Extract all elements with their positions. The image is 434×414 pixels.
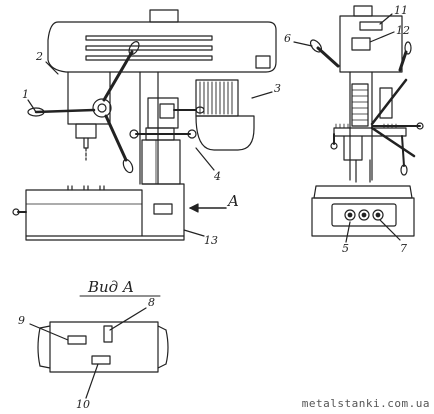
base-foot	[25, 235, 185, 241]
break-left	[37, 327, 41, 367]
callout-3: 3	[274, 82, 281, 95]
leader-9	[29, 323, 69, 341]
handle-6-knob	[309, 39, 323, 53]
callout-labels: 2 1 3 4 13 A 11 12 6 5 7 Вид A 9 8 10	[18, 4, 410, 411]
view-a	[29, 295, 169, 399]
side-lever-knob	[404, 41, 412, 55]
belt-guard	[47, 21, 277, 73]
leader-3	[251, 91, 273, 99]
callout-2: 2	[35, 50, 43, 63]
window-10	[91, 355, 111, 365]
spindle-nose	[75, 123, 97, 139]
side-knob	[416, 122, 424, 130]
view-a-breaks	[39, 325, 167, 369]
callout-13: 13	[204, 234, 218, 247]
feed-hub	[92, 98, 112, 118]
side-table-lever	[401, 135, 405, 167]
top-cap	[149, 9, 179, 23]
lock-knob	[129, 129, 139, 139]
screw-head	[12, 208, 20, 216]
louvre	[85, 45, 213, 51]
callout-1: 1	[22, 88, 29, 101]
leader-10	[85, 363, 99, 399]
side-table	[333, 127, 407, 137]
leader-8	[109, 307, 147, 331]
callout-8: 8	[148, 296, 155, 309]
callout-4: 4	[213, 170, 221, 183]
break-right	[165, 329, 169, 365]
view-title: Вид A	[87, 278, 134, 296]
side-lower-column	[355, 159, 371, 183]
plate-11	[359, 21, 383, 31]
callout-9: 9	[18, 314, 25, 327]
side-feed-lever-down	[370, 126, 416, 158]
leader-12	[369, 31, 395, 43]
spindle-tip	[83, 137, 89, 149]
panel-button	[358, 209, 370, 221]
feed-lever-up	[102, 50, 134, 102]
leader-6	[293, 41, 313, 47]
louvre	[85, 55, 213, 61]
arrow-head	[189, 203, 199, 213]
panel-button-dot	[361, 212, 367, 218]
leader-7	[379, 219, 401, 241]
side-feed-lever-up	[370, 78, 408, 126]
leader-4	[195, 147, 215, 171]
lock-knob	[330, 142, 338, 150]
front-view	[12, 9, 277, 241]
side-view	[293, 5, 424, 243]
cabinet-plate	[153, 203, 173, 215]
callout-11: 11	[394, 4, 408, 17]
callout-5: 5	[342, 242, 349, 255]
leader-2	[45, 61, 59, 75]
side-base	[311, 197, 415, 237]
feed-hub-center	[97, 103, 107, 113]
control-panel	[331, 203, 397, 227]
base-table	[25, 189, 143, 237]
arrow-label: A	[226, 192, 239, 210]
side-motor	[379, 87, 393, 119]
handle-1-knob	[27, 107, 45, 117]
side-top-cap	[353, 5, 373, 17]
louvre	[85, 35, 213, 41]
panel-button	[344, 209, 356, 221]
head-vent	[255, 55, 271, 69]
window-8	[103, 325, 113, 343]
table-teeth	[335, 123, 397, 129]
callout-12: 12	[396, 24, 410, 37]
lever-knob	[122, 158, 134, 174]
leader-1	[27, 99, 37, 113]
feed-lever-down	[104, 114, 128, 162]
table-support	[343, 135, 363, 161]
leader-13	[183, 229, 205, 237]
lever-knob	[128, 41, 140, 55]
side-base-top	[313, 185, 413, 199]
plate-12	[351, 37, 371, 51]
side-table-knob	[400, 164, 408, 176]
panel-button-dot	[375, 212, 381, 218]
lower-column	[141, 139, 181, 185]
panel-button-dot	[347, 212, 353, 218]
handle-1-shaft	[34, 108, 96, 114]
window-9	[67, 335, 87, 345]
leader-5	[345, 221, 351, 243]
t-slots	[67, 185, 105, 191]
leader-11	[379, 13, 393, 25]
rack	[351, 83, 369, 127]
panel-button	[372, 209, 384, 221]
watermark: metalstanki.com.ua	[301, 397, 430, 410]
lock-knob	[187, 129, 197, 139]
motor-fins	[199, 81, 233, 115]
base-cabinet	[141, 183, 185, 237]
collar-clamp	[159, 103, 175, 119]
side-lever-top	[398, 50, 408, 72]
motor-housing	[195, 115, 255, 151]
rack-teeth	[351, 89, 369, 121]
callout-6: 6	[284, 32, 291, 45]
callout-10: 10	[76, 398, 90, 411]
side-head	[339, 15, 403, 73]
callout-7: 7	[400, 242, 407, 255]
